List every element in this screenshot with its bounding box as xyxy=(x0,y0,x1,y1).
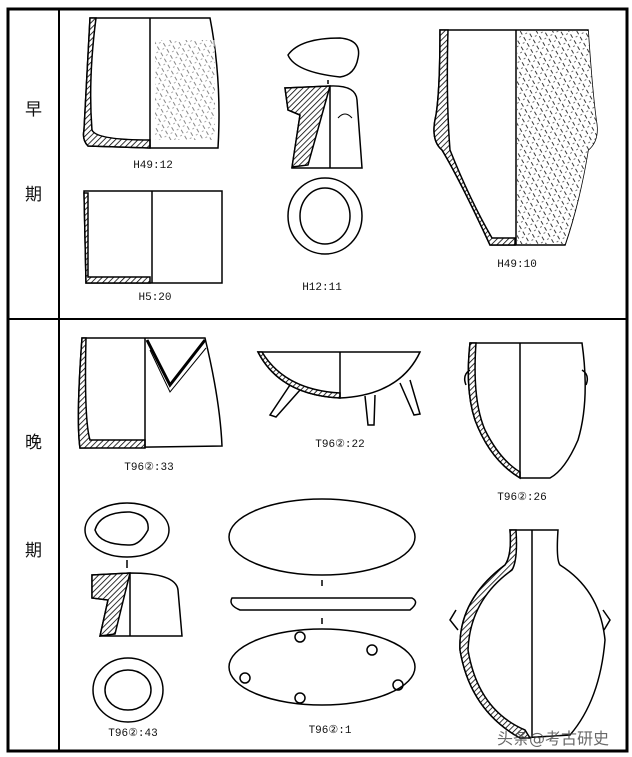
vessel-t96-flask xyxy=(449,529,611,739)
watermark: 头条@考古研史 xyxy=(497,729,610,748)
specimen-label: T96②:33 xyxy=(124,462,174,474)
period-label-early-1: 早 xyxy=(25,100,42,120)
vessel-h5-20 xyxy=(83,190,223,284)
specimen-label: H49:12 xyxy=(133,160,173,172)
object-t96-1 xyxy=(228,498,417,706)
period-label-late-2: 期 xyxy=(25,541,42,561)
vessel-t96-33 xyxy=(77,337,223,449)
object-t96-43 xyxy=(84,502,183,723)
period-label-late-1: 晚 xyxy=(25,433,42,453)
vessel-h49-12 xyxy=(82,17,220,149)
specimen-label: H49:10 xyxy=(497,259,537,271)
specimen-label: H5:20 xyxy=(138,292,172,304)
table-frame xyxy=(6,7,629,753)
vessel-t96-26 xyxy=(463,342,589,480)
period-label-early-2: 期 xyxy=(25,185,42,205)
object-h12-11 xyxy=(284,37,363,255)
specimen-label: H12:11 xyxy=(302,282,342,294)
specimen-label: T96②:22 xyxy=(315,439,365,451)
specimen-label: T96②:43 xyxy=(108,728,158,740)
specimen-label: T96②:26 xyxy=(497,492,547,504)
vessel-h49-10 xyxy=(433,29,598,246)
specimen-label: T96②:1 xyxy=(308,725,352,737)
vessel-t96-22 xyxy=(256,351,422,426)
